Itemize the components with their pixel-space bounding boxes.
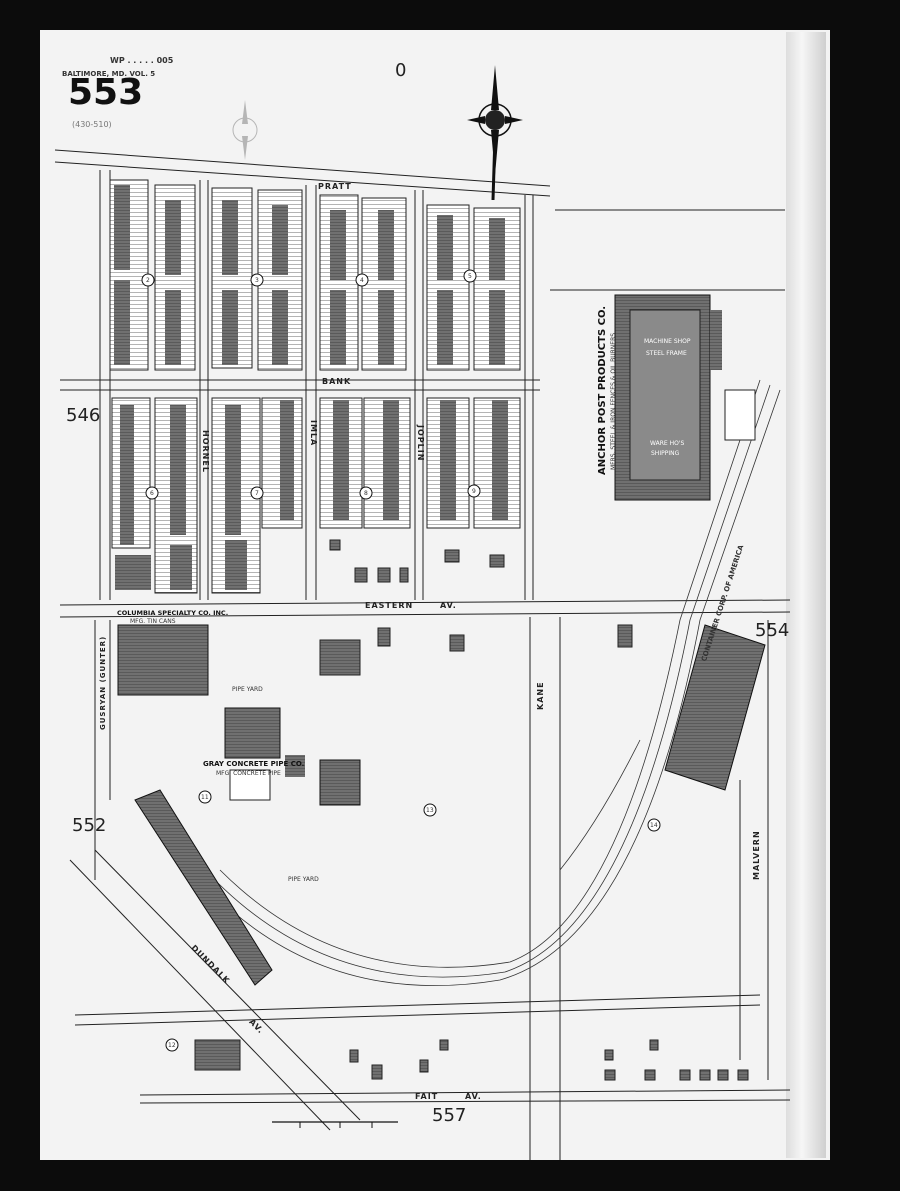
faint-compass-icon	[232, 100, 258, 160]
street-fait: FAIT	[415, 1092, 439, 1101]
binding-edge	[786, 32, 826, 1158]
block-number: 14	[650, 822, 658, 829]
block-number: 13	[426, 807, 434, 814]
block-number: 4	[360, 277, 364, 284]
columbia-specialty-building	[117, 624, 209, 696]
adjacent-sheet-bottom: 557	[432, 1105, 467, 1126]
block-circles	[141, 269, 661, 1052]
dwelling-strips	[114, 185, 508, 590]
street-malvern: MALVERN	[752, 830, 761, 880]
anchor-post-sub: MFRS. STEEL & IRON FENCES & OIL BURNERS	[610, 332, 617, 470]
street-joplin: JOPLIN	[416, 425, 425, 462]
ware-hos-label: WARE HO'S	[650, 440, 685, 447]
sheet-title: BALTIMORE, MD. VOL. 5	[62, 70, 156, 78]
adjacent-sheet-left-upper: 546	[66, 405, 101, 426]
block-number: 9	[472, 488, 476, 495]
eastern-av-buildings	[319, 539, 633, 676]
pipe-yard-lower: PIPE YARD	[288, 876, 319, 883]
adjacent-sheet-right: 554	[755, 620, 790, 641]
block-number: 5	[468, 273, 472, 280]
top-adjacent-sheet: 0	[395, 60, 407, 81]
block-number: 3	[255, 277, 259, 284]
fait-av-houses	[194, 1039, 749, 1081]
block-number: 6	[150, 490, 154, 497]
block-number: 11	[201, 794, 209, 801]
scale-bar	[272, 1121, 398, 1128]
top-code: WP . . . . . 005	[110, 56, 174, 65]
block-number: 8	[364, 490, 368, 497]
machine-shop-label: MACHINE SHOP	[644, 338, 691, 345]
columbia-label: COLUMBIA SPECIALTY CO. INC.	[117, 609, 229, 617]
block-number: 12	[168, 1042, 176, 1049]
shipping-label: SHIPPING	[651, 450, 680, 457]
street-imla: IMLA	[309, 420, 318, 447]
columbia-sub: MFG. TIN CANS	[130, 618, 176, 625]
pipe-yard-upper: PIPE YARD	[232, 686, 263, 693]
anchor-post-label: ANCHOR POST PRODUCTS CO.	[597, 305, 608, 475]
street-eastern: EASTERN	[365, 601, 414, 610]
street-bank: BANK	[322, 377, 352, 386]
gray-concrete-buildings	[134, 707, 361, 986]
steel-frame-label: STEEL FRAME	[646, 350, 687, 357]
adjacent-sheet-left-lower: 552	[72, 815, 107, 836]
street-lines	[54, 149, 791, 1160]
block-number: 7	[255, 490, 259, 497]
compass-rose-icon	[467, 65, 523, 201]
container-corp-building	[664, 624, 766, 791]
railroad-tracks	[199, 379, 781, 986]
street-eastern-av: AV.	[440, 601, 457, 610]
sheet-number: 553	[68, 72, 144, 113]
street-hornel: HORNEL	[201, 430, 210, 473]
street-kane: KANE	[536, 681, 545, 710]
paren-note: (430-510)	[72, 120, 112, 129]
street-gusryan: GUSRYAN (GUNTER)	[99, 635, 107, 730]
anchor-post-factory	[614, 294, 756, 501]
gray-concrete-sub: MFG. CONCRETE PIPE	[216, 770, 281, 777]
gray-concrete-label: GRAY CONCRETE PIPE CO.	[203, 760, 305, 768]
street-pratt: PRATT	[318, 182, 352, 191]
block-number: 2	[146, 277, 150, 284]
street-fait-av: AV.	[465, 1092, 482, 1101]
